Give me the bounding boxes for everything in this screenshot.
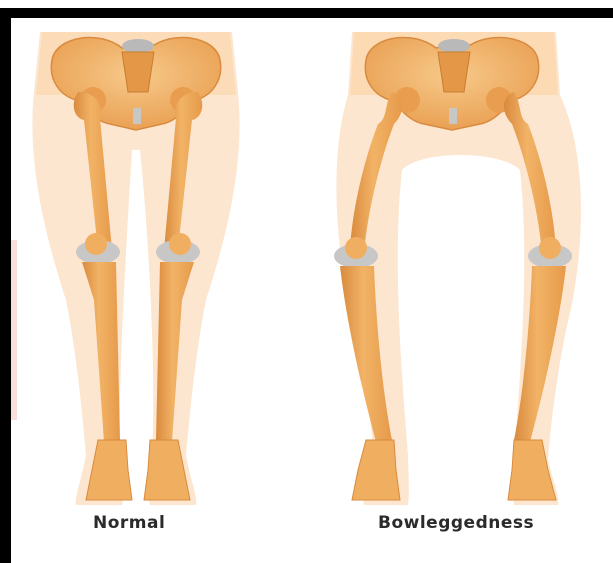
- edge-accent: [11, 240, 17, 420]
- normal-pubic-cartilage: [133, 108, 141, 124]
- bowlegged-patella-right: [539, 237, 561, 259]
- normal-patella-left: [85, 233, 107, 255]
- caption-normal: Normal: [93, 513, 165, 533]
- normal-sacrum: [122, 52, 154, 92]
- frame-left-border: [0, 8, 11, 563]
- caption-bowleggedness: Bowleggedness: [378, 513, 534, 533]
- normal-patella-right: [169, 233, 191, 255]
- bowlegged-patella-left: [345, 237, 367, 259]
- bowlegged-sacrum-cap: [438, 39, 470, 53]
- bowlegged-foot-left: [352, 440, 400, 500]
- normal-sacrum-cap: [122, 39, 154, 53]
- bowlegged-pubic-cartilage: [449, 108, 457, 124]
- normal-legs-figure: [32, 32, 239, 505]
- bowlegged-sacrum: [438, 52, 470, 92]
- frame-top-border: [0, 8, 613, 18]
- bowlegged-figure: [334, 32, 581, 505]
